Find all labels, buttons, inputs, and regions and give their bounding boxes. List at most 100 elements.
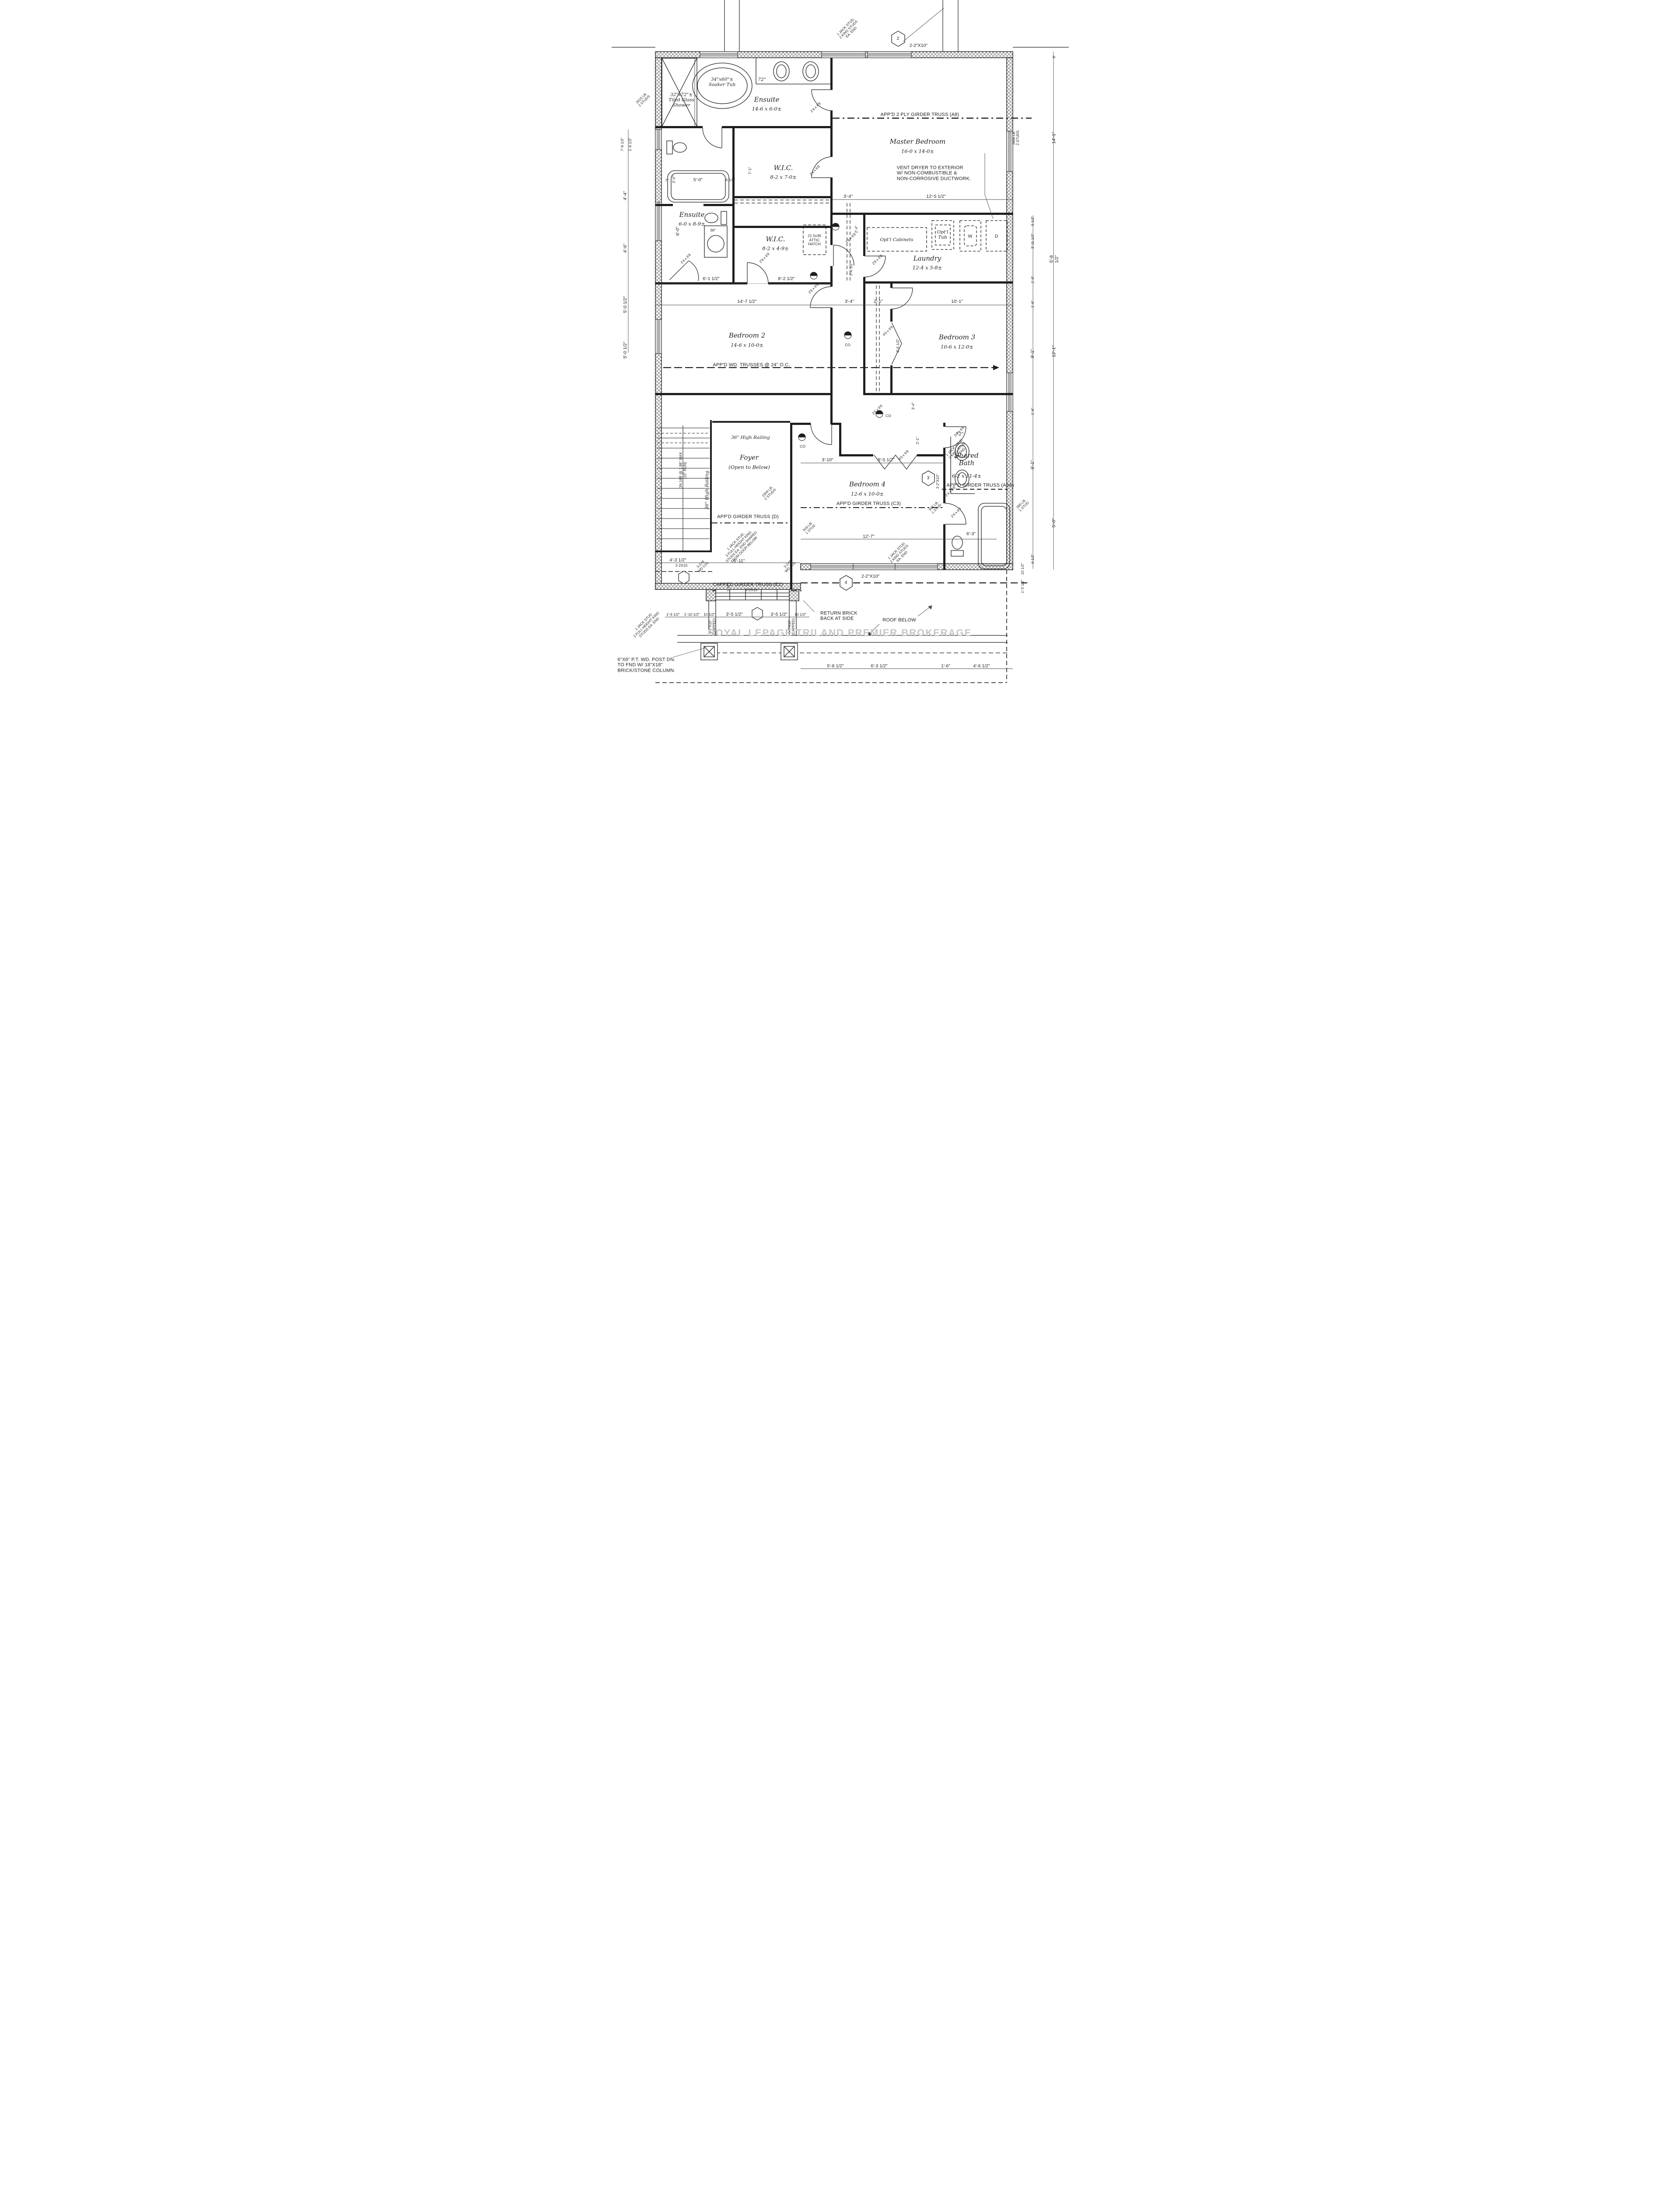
stud-jack2full: 1 JACK STUD 2 FULL HEIGHT KING STUDS EA.…: [632, 610, 660, 638]
dim-right-5-half: 5 1/2": [1030, 216, 1035, 226]
dim-8-2-half: 8'-2 1/2": [778, 276, 795, 282]
dim-10-half-b: 10 1/2": [794, 612, 806, 617]
room-foyer-note: (Open to Below): [728, 464, 770, 470]
dim-3-5-half-a: 3'-5 1/2": [726, 612, 743, 617]
shared-vanity: [950, 437, 975, 494]
fixture-cab36: 36": [710, 228, 716, 233]
dim-1-0-v: 1'-0": [726, 584, 731, 592]
hex-symbol-blank-1: [678, 571, 690, 584]
dim-right-6: 6': [1051, 55, 1056, 59]
dim-12-5-half: 12'-5 1/2": [926, 194, 946, 200]
dim-7in: 7": [665, 178, 669, 183]
dim-6-0: 6'-0": [675, 226, 680, 236]
door-master-ens: 2'4 x 6'8: [809, 101, 822, 113]
staircase: [657, 425, 710, 551]
dryer: [985, 220, 1008, 252]
beam-2-2x10-b: 2-2X10: [745, 588, 758, 593]
toilet-2: [704, 211, 727, 225]
dim-5-0-tub: 5'-0": [693, 177, 703, 183]
room-ensuite2: Ensuite: [679, 210, 705, 219]
windows: [655, 51, 1013, 570]
beam-4-2x10-a: 4-2"X10" (CAPPED): [708, 618, 716, 635]
dim-3-6-half: 3'-6 1/2": [848, 262, 853, 276]
dim-8-5-half-v: 8'-5 1/2": [895, 339, 900, 353]
room-shared-bath: Shared Bath: [955, 452, 979, 467]
dim-right-12-1: 12'-1": [1051, 345, 1057, 358]
bathtub-3: [977, 503, 1010, 569]
room-bedroom2: Bedroom 2: [728, 331, 766, 340]
room-wic2: W.I.C.: [766, 235, 785, 243]
note-dn-stairs: DN 16R @ 7.88" MAX (10" RUN): [678, 452, 687, 489]
room-bedroom3-size: 10-6 x 12-0±: [940, 344, 974, 350]
stud-jack1king2: 1 JACK STUD 2 KING STUDS EA. END: [887, 541, 909, 564]
dim-8-5-half: 8'-5 1/2": [878, 457, 895, 463]
dim-3-10: 3'-10": [822, 457, 833, 463]
room-laundry-size: 12-4 x 5-8±: [912, 264, 942, 271]
dim-left-7-6-half: 7'-6 1/2": [620, 137, 624, 151]
note-girder-a8a: APP'D GIRDER TRUSS (A8A): [946, 482, 1014, 488]
dim-6-11: 6'-11": [733, 558, 745, 564]
post-column-1: [700, 643, 718, 660]
fixture-attic-hatch: 21.5x36 ATTIC HATCH: [808, 233, 821, 246]
detector-co-1: CO: [845, 343, 850, 347]
room-wic1: W.I.C.: [774, 164, 793, 172]
note-return-brick: RETURN BRICK BACK AT SIDE: [820, 610, 858, 621]
stud-2656: 2656 LB. 2 STUDS: [1012, 130, 1020, 145]
dim-6-1-half: 6'-1 1/2": [703, 276, 720, 282]
stud-jack3full: 1 JACK STUD, 3 FULL HEIGHT KING STUDS EA…: [724, 530, 758, 564]
hex-mark-4: 4: [844, 580, 847, 586]
door-bedroom2: 2'8 x 6'8: [807, 282, 819, 295]
room-bedroom4-size: 12-6 x 10-0±: [850, 491, 884, 497]
room-bedroom4: Bedroom 4: [849, 480, 886, 488]
note-roof-below: ROOF BELOW: [882, 617, 916, 623]
dim-right-3-11-half: 3'-11 1/2": [1030, 233, 1035, 249]
dim-left-5-0-half-b: 5'-0 1/2": [622, 341, 628, 359]
hex-mark-2: 2: [896, 36, 900, 42]
note-wd-trusses: APP'D WD. TRUSSES @ 24" O.C.: [713, 362, 790, 368]
dim-7-1: 7'-1": [747, 167, 752, 175]
roof-context-lines: [611, 0, 1069, 52]
detectors: [798, 223, 883, 441]
toilet-3: [950, 536, 964, 557]
dimension-lines: [628, 7, 1054, 669]
hex-symbol-2: [891, 31, 905, 47]
stud-945lb: 945 LB. 1 STUD: [928, 500, 942, 515]
dim-10-1: 10'-1": [951, 299, 963, 305]
door-bedroom4: 2'8 x 6'8: [871, 403, 883, 416]
interior-walls: [655, 58, 1013, 589]
fixture-vanity72-master: 72": [758, 77, 766, 83]
room-bedroom2-size: 14-6 x 10-0±: [730, 342, 764, 348]
fixture-dryer: D: [994, 234, 998, 239]
fixture-shower: 32"x72"± Tiled Glass Shower: [668, 92, 694, 108]
room-master-bedroom: Master Bedroom: [889, 137, 946, 146]
dim-2-1-v: 2'-1": [915, 437, 920, 445]
dim-left-4-4: 4'-4": [622, 191, 628, 200]
room-bedroom3: Bedroom 3: [938, 333, 976, 341]
dim-right-9-1: 9'-1": [1029, 349, 1035, 358]
hex-symbol-3: [921, 470, 935, 486]
door-master-entry: 2'8 x 6'8: [844, 232, 857, 244]
co-detector-icon: [875, 410, 883, 418]
door-bedroom4-entry: 2'4 x 6'8: [944, 485, 956, 498]
dim-right-6-half: 6 1/2": [1030, 554, 1035, 564]
dim-left-1-6-half: 1'-6 1/2": [627, 137, 632, 151]
room-wic1-size: 8-2 x 7-0±: [770, 174, 797, 180]
fixtures: [661, 58, 1010, 569]
note-vent-dryer: VENT DRYER TO EXTERIOR W/ NON-COMBUSTIBL…: [896, 165, 971, 182]
dim-2-4: 2'-4": [854, 225, 858, 233]
dim-right-5-0: 5'-0": [1051, 518, 1057, 528]
dim-right-14-1: 14'-1": [1051, 132, 1057, 144]
optl-tub: [931, 220, 954, 250]
dim-6-3-half-bottom: 6'-3 1/2": [871, 663, 888, 669]
door-sbath2: 2'4 x 6'8: [950, 506, 962, 519]
dim-6half-tub: 6 1/2": [725, 178, 735, 182]
door-bifold4: 4'0 x 6'8: [897, 449, 910, 461]
door-sbath1: 2'4 x 6'8: [953, 425, 965, 438]
note-girder-c3: APP'D GIRDER TRUSS (C3): [836, 501, 901, 506]
note-rail-top: 36" High Railing: [731, 435, 770, 441]
fixture-soaker-tub: 34"x60"± Soaker Tub: [708, 77, 736, 87]
dim-4-3-half: 4'-3 1/2": [669, 558, 686, 563]
note-post-dn: 6"X6" P.T. WD. POST DN. TO FND W/ 18"X18…: [617, 657, 676, 673]
beam-4-2x10-b: 4-2"X10" (CAPPED): [787, 618, 795, 635]
fixture-optl-tub: Opt'l Tub: [937, 229, 948, 240]
